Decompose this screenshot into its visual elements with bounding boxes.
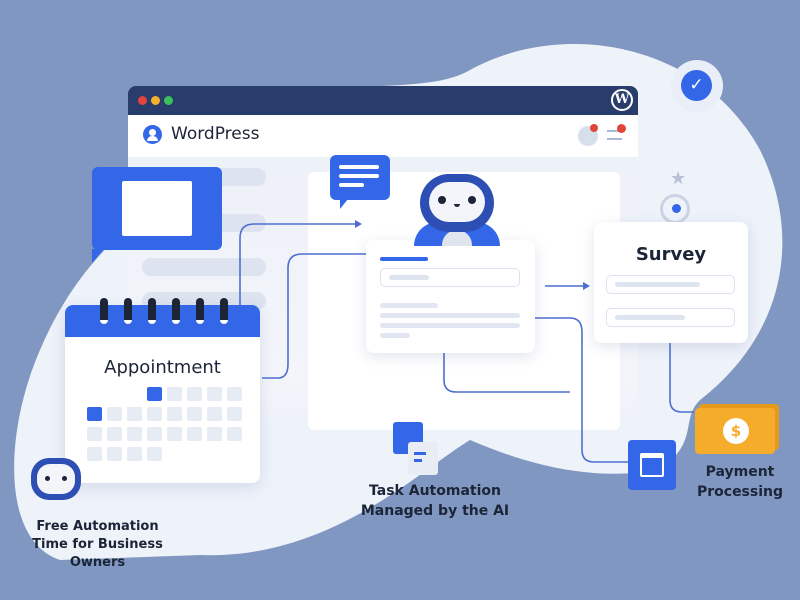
calendar-day	[87, 407, 102, 421]
small-robot-icon	[31, 458, 81, 500]
ai-assistant-card	[366, 240, 535, 353]
calendar-day	[87, 427, 102, 441]
calendar-day	[207, 427, 222, 441]
calendar-icon	[628, 440, 676, 490]
calendar-day	[187, 387, 202, 401]
calendar-day	[227, 387, 242, 401]
window-title: WordPress	[171, 124, 260, 144]
payment-wallet-icon: $	[695, 408, 775, 454]
calendar-day	[147, 427, 162, 441]
calendar-day	[227, 407, 242, 421]
calendar-day	[147, 387, 162, 401]
browser-header	[128, 115, 638, 157]
calendar-day	[147, 407, 162, 421]
calendar-day	[187, 407, 202, 421]
calendar-ring	[172, 298, 180, 324]
calendar-day	[107, 407, 122, 421]
calendar-day	[187, 427, 202, 441]
minimize-dot[interactable]	[151, 96, 160, 105]
appointment-title: Appointment	[104, 357, 221, 378]
calendar-day	[107, 447, 122, 461]
calendar-bubble-icon	[92, 167, 222, 263]
ai-robot-icon	[412, 172, 502, 246]
calendar-day	[167, 387, 182, 401]
calendar-ring	[100, 298, 108, 324]
notification-dot	[590, 124, 598, 132]
calendar-day	[127, 447, 142, 461]
survey-title: Survey	[635, 244, 707, 265]
calendar-day	[207, 387, 222, 401]
calendar-day	[167, 407, 182, 421]
calendar-day	[127, 427, 142, 441]
wordpress-logo-icon: W	[611, 89, 633, 111]
calendar-day	[167, 427, 182, 441]
calendar-day	[87, 447, 102, 461]
calendar-day	[147, 447, 162, 461]
calendar-day	[127, 407, 142, 421]
task-list-icon	[408, 442, 438, 475]
calendar-day	[207, 407, 222, 421]
survey-card: Survey	[594, 222, 748, 343]
calendar-day	[227, 427, 242, 441]
maximize-dot[interactable]	[164, 96, 173, 105]
check-badge-icon: ✓	[681, 70, 712, 101]
menu-icon[interactable]	[607, 130, 622, 140]
calendar-ring	[124, 298, 132, 324]
sidebar-item[interactable]	[142, 258, 266, 276]
calendar-ring	[148, 298, 156, 324]
browser-titlebar	[128, 86, 638, 115]
close-dot[interactable]	[138, 96, 147, 105]
user-avatar-icon[interactable]	[143, 125, 162, 144]
calendar-ring	[220, 298, 228, 324]
menu-notification-dot	[617, 124, 626, 133]
calendar-day	[107, 427, 122, 441]
calendar-ring	[196, 298, 204, 324]
chat-bubble-icon	[330, 155, 390, 209]
appointment-calendar: Appointment	[65, 305, 260, 483]
